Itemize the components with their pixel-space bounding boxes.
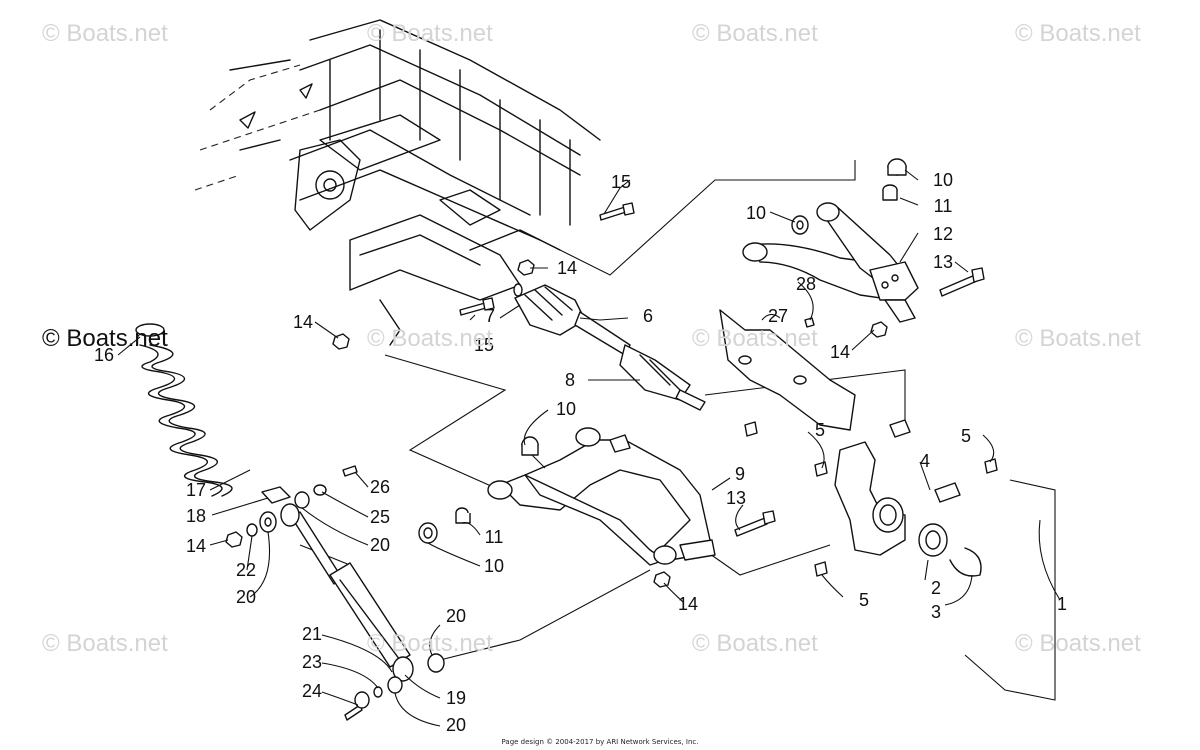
watermark: © Boats.net (1015, 325, 1141, 352)
callout-23: 23 (302, 652, 322, 672)
callout-10: 10 (746, 203, 766, 223)
watermark: © Boats.net (367, 20, 493, 47)
callout-15: 15 (474, 335, 494, 355)
callout-4: 4 (920, 451, 930, 471)
watermark: © Boats.net (692, 325, 818, 352)
page-footer-copyright: Page design © 2004-2017 by ARI Network S… (501, 738, 699, 746)
callout-10: 10 (556, 399, 576, 419)
callout-20: 20 (370, 535, 390, 555)
lower-a-arm (487, 427, 716, 566)
callout-13: 13 (933, 252, 953, 272)
callout-2: 2 (931, 578, 941, 598)
callout-28: 28 (796, 274, 816, 294)
callout-5: 5 (859, 590, 869, 610)
callout-14: 14 (830, 342, 850, 362)
steering-knuckle (744, 419, 998, 577)
watermark: © Boats.net (1015, 20, 1141, 47)
nuts (225, 259, 888, 588)
upper-bushings (791, 158, 907, 235)
callout-labels: 1 2 3 4 5 5 5 6 7 8 9 10 10 10 10 11 11 … (94, 170, 1067, 735)
callout-19: 19 (446, 688, 466, 708)
coil-spring (135, 323, 291, 504)
bolts (342, 202, 985, 721)
callout-14: 14 (678, 594, 698, 614)
callout-15: 15 (611, 172, 631, 192)
callout-14: 14 (557, 258, 577, 278)
callout-10: 10 (933, 170, 953, 190)
callout-26: 26 (370, 477, 390, 497)
callout-24: 24 (302, 681, 322, 701)
callout-21: 21 (302, 624, 322, 644)
callout-13: 13 (726, 488, 746, 508)
leader-lines (117, 169, 1061, 727)
callout-14: 14 (293, 312, 313, 332)
watermark: © Boats.net (42, 20, 168, 47)
callout-8: 8 (565, 370, 575, 390)
callout-20: 20 (446, 606, 466, 626)
lower-bushings (418, 436, 539, 544)
callout-22: 22 (236, 560, 256, 580)
skid-plate (719, 309, 856, 431)
callout-9: 9 (735, 464, 745, 484)
callout-20: 20 (446, 715, 466, 735)
watermark: © Boats.net (367, 325, 493, 352)
callout-12: 12 (933, 224, 953, 244)
callout-10: 10 (484, 556, 504, 576)
callout-5: 5 (961, 426, 971, 446)
callout-11: 11 (934, 196, 953, 216)
callout-17: 17 (186, 480, 206, 500)
callout-16: 16 (94, 345, 114, 365)
shock-absorber (246, 484, 445, 709)
watermark: © Boats.net (42, 325, 168, 352)
watermark: © Boats.net (1015, 630, 1141, 657)
callout-7: 7 (485, 306, 495, 326)
callout-27: 27 (768, 306, 788, 326)
callout-25: 25 (370, 507, 390, 527)
watermark: © Boats.net (692, 630, 818, 657)
chassis-frame (194, 19, 601, 346)
watermark: © Boats.net (367, 630, 493, 657)
callout-3: 3 (931, 602, 941, 622)
callout-20: 20 (236, 587, 256, 607)
callout-18: 18 (186, 506, 206, 526)
callout-1: 1 (1057, 594, 1067, 614)
watermark: © Boats.net (692, 20, 818, 47)
watermark: © Boats.net (42, 630, 168, 657)
callout-11: 11 (485, 527, 504, 547)
callout-6: 6 (643, 306, 653, 326)
upper-a-arm (742, 202, 919, 323)
drive-axle (513, 283, 706, 411)
callout-5: 5 (815, 420, 825, 440)
callout-14: 14 (186, 536, 206, 556)
